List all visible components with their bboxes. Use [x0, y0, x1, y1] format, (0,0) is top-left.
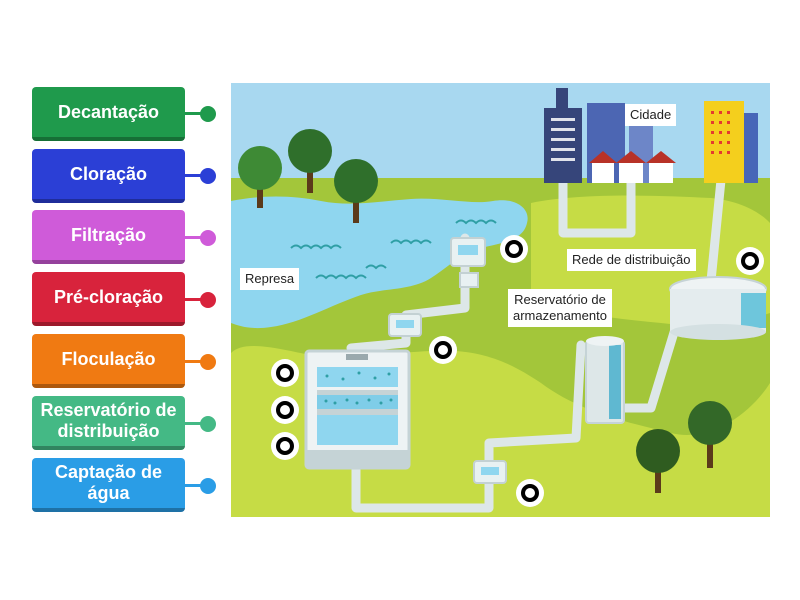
label-reservatorio-distribuicao[interactable]: Reservatório de distribuição — [32, 396, 185, 450]
storage-reservoir-label-line2: armazenamento — [513, 308, 607, 323]
drop-target-pump-station[interactable] — [429, 336, 457, 364]
pin-decantacao[interactable] — [200, 106, 216, 122]
connector-reservatorio-distribuicao — [185, 422, 203, 425]
water-treatment-scene: Cidade Represa Rede de distribuição Rese… — [231, 83, 770, 517]
pin-reservatorio-distribuicao[interactable] — [200, 416, 216, 432]
river — [231, 196, 528, 329]
pin-cloracao[interactable] — [200, 168, 216, 184]
label-captacao-agua[interactable]: Captação de água — [32, 458, 185, 512]
drop-target-intake[interactable] — [500, 235, 528, 263]
label-floculacao[interactable]: Floculação — [32, 334, 185, 388]
label-captacao-agua-text: Captação de água — [54, 462, 163, 503]
label-decantacao-text: Decantação — [57, 101, 160, 122]
label-filtracao[interactable]: Filtração — [32, 210, 185, 264]
label-filtracao-text: Filtração — [70, 224, 147, 245]
dam-label: Represa — [240, 268, 300, 290]
label-pre-cloracao-text: Pré-cloração — [53, 286, 164, 307]
pin-floculacao[interactable] — [200, 354, 216, 370]
trees — [238, 129, 732, 493]
distribution-network-label: Rede de distribuição — [567, 249, 696, 271]
connector-captacao-agua — [185, 484, 203, 487]
drop-target-plant-2[interactable] — [271, 396, 299, 424]
water-waves — [290, 219, 497, 280]
label-cloracao-text: Cloração — [69, 163, 148, 184]
storage-reservoir-label-line1: Reservatório de — [514, 292, 606, 307]
label-reservatorio-distribuicao-text: Reservatório de distribuição — [40, 400, 177, 441]
scene-illustration — [231, 83, 770, 517]
connector-cloracao — [185, 174, 203, 177]
city-buildings — [544, 88, 758, 183]
drop-target-distribution-reservoir[interactable] — [736, 247, 764, 275]
pin-captacao-agua[interactable] — [200, 478, 216, 494]
pin-pre-cloracao[interactable] — [200, 292, 216, 308]
label-pre-cloracao[interactable]: Pré-cloração — [32, 272, 185, 326]
label-floculacao-text: Floculação — [61, 348, 156, 369]
drop-target-plant-3[interactable] — [271, 432, 299, 460]
label-cloracao[interactable]: Cloração — [32, 149, 185, 203]
pin-filtracao[interactable] — [200, 230, 216, 246]
connector-pre-cloracao — [185, 298, 203, 301]
drop-target-outlet[interactable] — [516, 479, 544, 507]
storage-reservoir-label: Reservatório de armazenamento — [508, 289, 612, 327]
drop-target-plant-1[interactable] — [271, 359, 299, 387]
city-label: Cidade — [625, 104, 677, 126]
connector-floculacao — [185, 360, 203, 363]
connector-filtracao — [185, 236, 203, 239]
label-decantacao[interactable]: Decantação — [32, 87, 185, 141]
connector-decantacao — [185, 112, 203, 115]
